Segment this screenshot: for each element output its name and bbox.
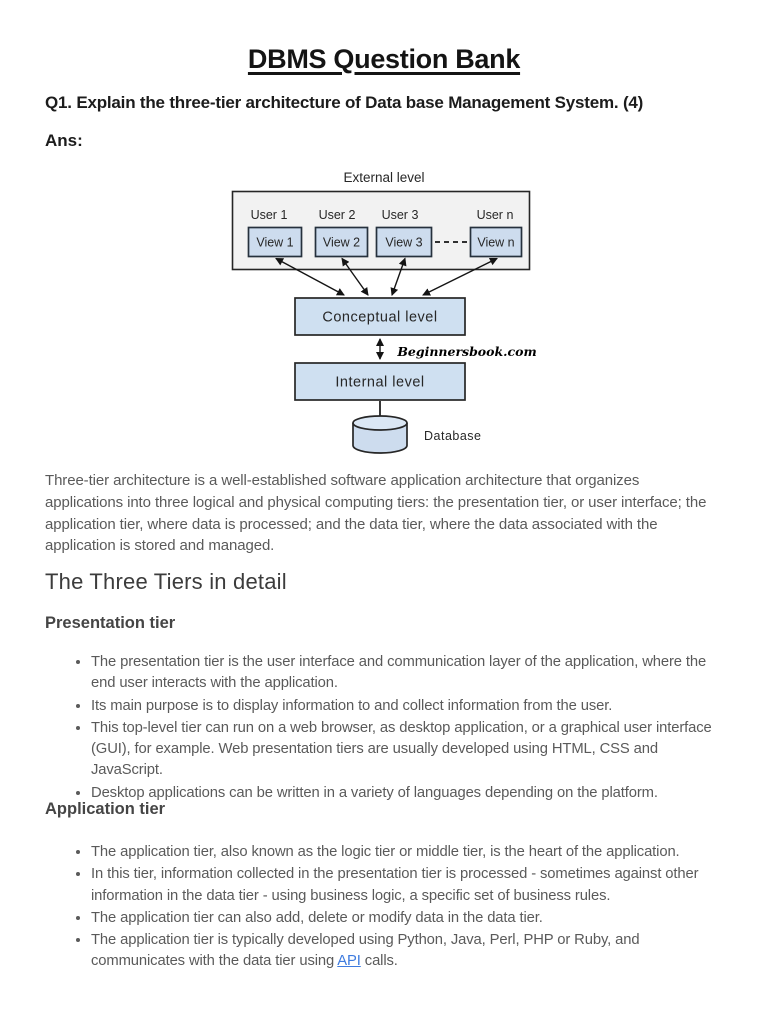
- answer-label: Ans:: [45, 131, 83, 150]
- section-heading: The Three Tiers in detail: [45, 569, 287, 594]
- user-label: User 2: [319, 208, 356, 222]
- list-item-text: calls.: [360, 953, 398, 970]
- presentation-bullet-list: The presentation tier is the user interf…: [45, 651, 720, 804]
- conceptual-level-box: [294, 297, 466, 336]
- page-title: DBMS Question Bank: [0, 44, 768, 75]
- list-item: This top-level tier can run on a web bro…: [91, 717, 720, 782]
- list-item: The application tier, also known as the …: [91, 841, 720, 863]
- list-item: Its main purpose is to display informati…: [91, 695, 720, 717]
- database-cylinder-top: [352, 415, 408, 431]
- view-label: View 2: [323, 236, 360, 250]
- view-label: View 1: [256, 236, 293, 250]
- intro-paragraph: Three-tier architecture is a well-establ…: [45, 472, 707, 555]
- list-item: The application tier can also add, delet…: [91, 907, 720, 929]
- list-item-text: The application tier is typically develo…: [91, 932, 640, 970]
- view-box: [247, 226, 303, 258]
- view-box: [375, 226, 433, 258]
- list-item: Desktop applications can be written in a…: [91, 782, 720, 804]
- api-link[interactable]: API: [337, 953, 361, 970]
- arrow-view1-conceptual: [275, 257, 345, 296]
- list-item: The presentation tier is the user interf…: [91, 651, 720, 695]
- external-level-label: External level: [343, 170, 424, 185]
- architecture-diagram: External level User 1 User 2 User 3 User…: [231, 170, 537, 454]
- database-cylinder: [352, 423, 408, 454]
- internal-level-box: [294, 362, 466, 401]
- subsection-heading-presentation: Presentation tier: [45, 614, 176, 632]
- internal-level-label: Internal level: [335, 375, 424, 391]
- view-label: View 3: [385, 236, 422, 250]
- view-box: [314, 226, 369, 258]
- application-bullet-list: The application tier, also known as the …: [45, 841, 720, 973]
- question-q1: Q1. Explain the three-tier architecture …: [45, 93, 644, 112]
- view-box: [469, 226, 523, 258]
- user-label: User n: [477, 208, 514, 222]
- three-tier-architecture-figure: External level User 1 User 2 User 3 User…: [224, 162, 544, 462]
- arrow-view2-conceptual: [341, 257, 369, 296]
- page-title-text: DBMS Question Bank: [247, 44, 521, 74]
- database-label: Database: [424, 429, 482, 443]
- user-label: User 3: [382, 208, 419, 222]
- conceptual-level-label: Conceptual level: [322, 310, 437, 326]
- arrow-viewn-conceptual: [422, 257, 498, 296]
- user-label: User 1: [251, 208, 288, 222]
- list-item: The application tier is typically develo…: [91, 929, 720, 973]
- arrow-view3-conceptual: [390, 257, 407, 296]
- view-label: View n: [477, 236, 514, 250]
- subsection-heading-application: Application tier: [45, 800, 166, 818]
- watermark: Beginnersbook.com: [396, 344, 536, 359]
- list-item: In this tier, information collected in t…: [91, 863, 720, 907]
